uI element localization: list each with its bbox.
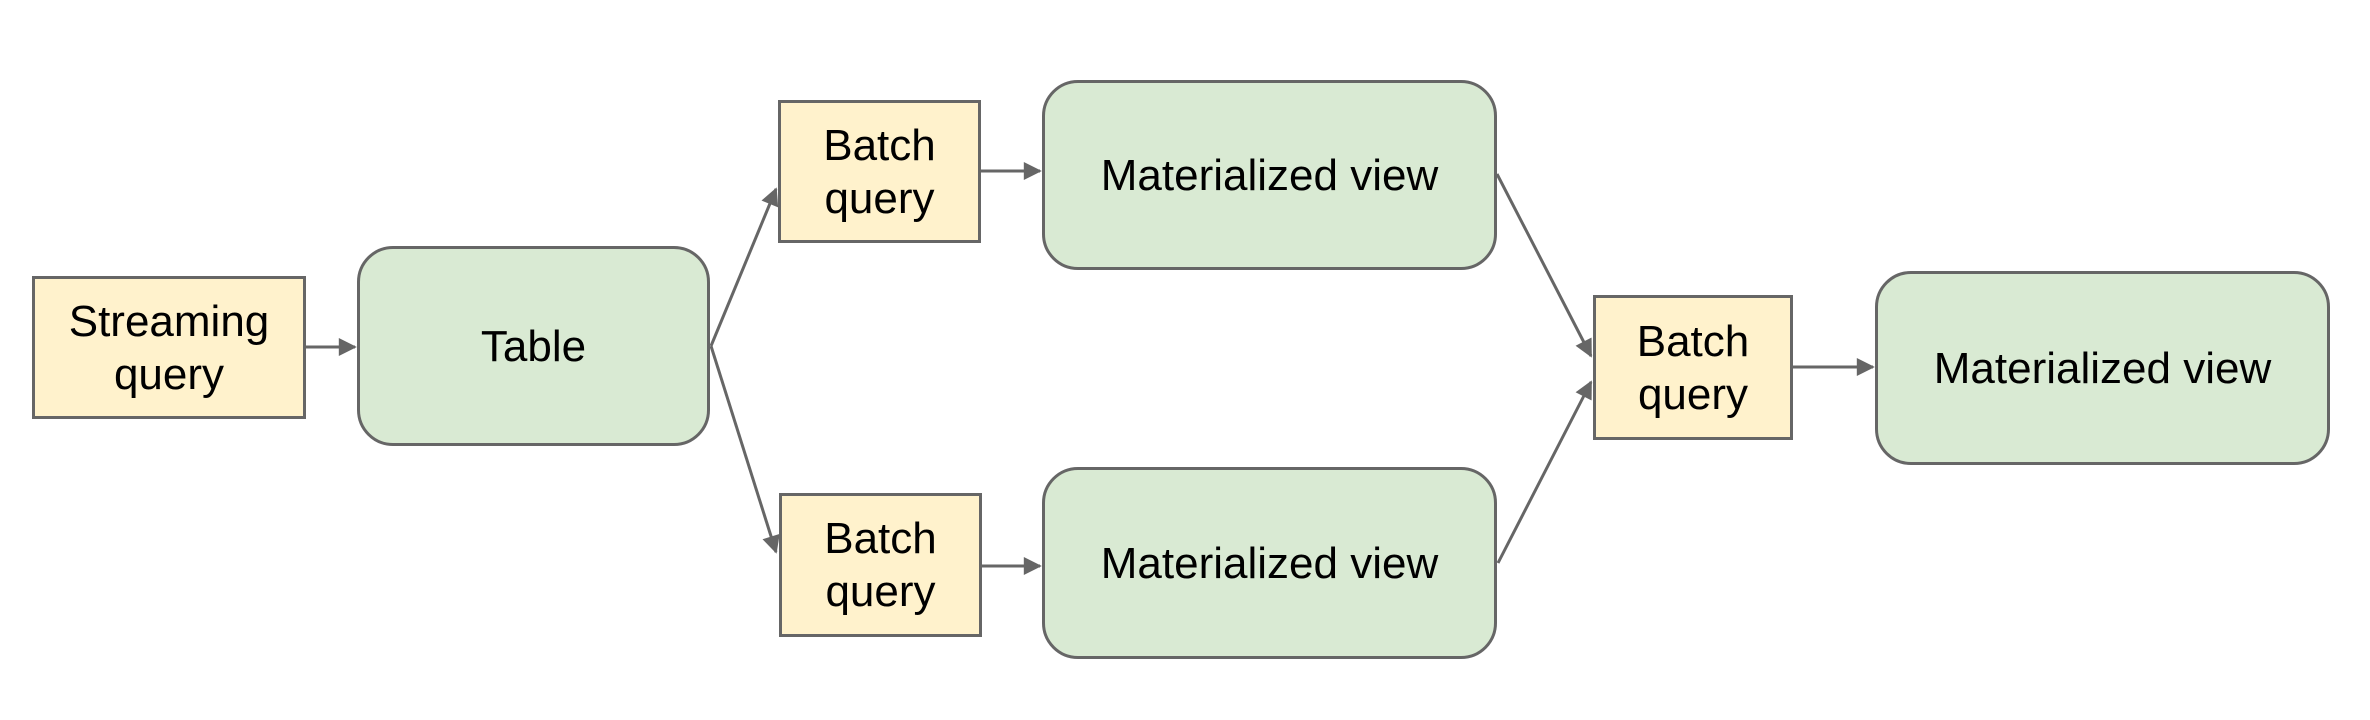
node-materialized-view-bottom: Materialized view [1042, 467, 1497, 659]
node-batch-query-top: Batch query [778, 100, 981, 243]
node-table: Table [357, 246, 710, 446]
node-label-batch-query-bottom: Batch query [824, 514, 937, 616]
node-label-batch-query-right: Batch query [1636, 316, 1750, 419]
node-label-materialized-view-top: Materialized view [1100, 150, 1439, 200]
node-batch-query-right: Batch query [1593, 295, 1793, 440]
node-label-batch-query-top: Batch query [823, 120, 936, 223]
node-label-materialized-view-bottom: Materialized view [1100, 538, 1439, 588]
node-label-materialized-view-right: Materialized view [1933, 343, 2272, 393]
node-materialized-view-top: Materialized view [1042, 80, 1497, 270]
node-streaming-query: Streaming query [32, 276, 306, 419]
node-batch-query-bottom: Batch query [779, 493, 982, 637]
node-label-table: Table [480, 321, 587, 371]
node-materialized-view-right: Materialized view [1875, 271, 2330, 465]
node-label-streaming-query: Streaming query [68, 296, 270, 399]
